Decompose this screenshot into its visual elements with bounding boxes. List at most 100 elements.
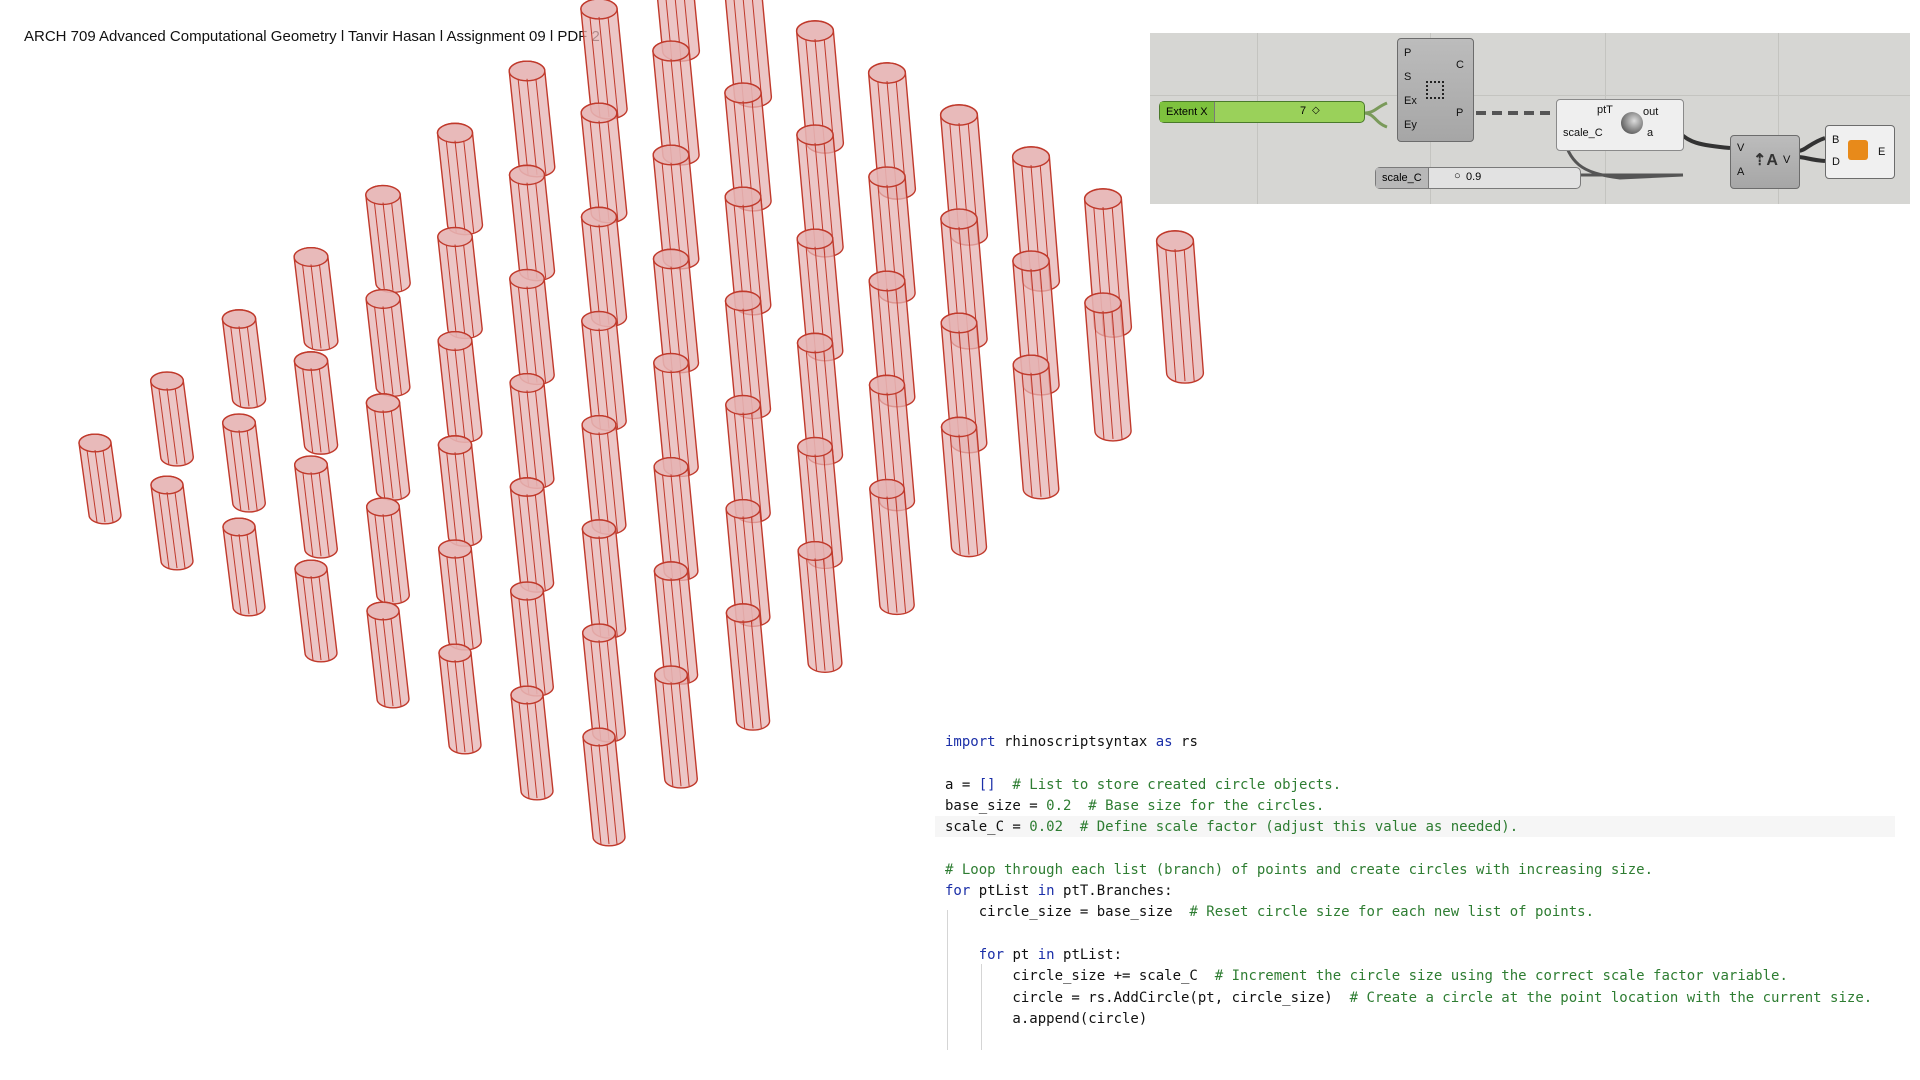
cylinder[interactable] <box>725 394 771 524</box>
code-line: for ptList in ptT.Branches: <box>945 881 1173 902</box>
code-token: pt <box>1004 947 1038 963</box>
diamond-icon: ◇ <box>1312 105 1320 116</box>
cylinder[interactable] <box>366 601 410 709</box>
cylinder[interactable] <box>509 268 555 386</box>
cylinder[interactable] <box>653 665 699 789</box>
code-line: a = [] # List to store created circle ob… <box>945 775 1341 796</box>
cylinder[interactable] <box>509 477 555 593</box>
cylinder[interactable] <box>510 685 554 801</box>
cylinder[interactable] <box>508 60 556 178</box>
cylinder[interactable] <box>653 457 699 581</box>
cylinder[interactable] <box>509 373 555 489</box>
python-icon <box>1621 112 1643 134</box>
code-line: circle_size = base_size # Reset circle s… <box>945 902 1594 923</box>
cylinder[interactable] <box>580 102 628 224</box>
cylinder[interactable] <box>294 559 338 663</box>
code-line: # Loop through each list (branch) of poi… <box>945 860 1653 881</box>
code-token: # Increment the circle size using the co… <box>1197 968 1788 985</box>
cylinder[interactable] <box>582 727 626 847</box>
port-e-out: E <box>1878 146 1886 158</box>
cylinder[interactable] <box>293 351 339 455</box>
python-component[interactable]: ptT scale_C out a <box>1556 99 1684 151</box>
cylinder[interactable] <box>797 436 843 570</box>
cylinder[interactable] <box>1084 292 1132 442</box>
vector-amplitude-icon: ⇡A <box>1753 152 1778 169</box>
cylinder[interactable] <box>725 499 771 627</box>
port-ptT: ptT <box>1597 104 1613 116</box>
code-token: as <box>1155 734 1173 750</box>
port-v-in: V <box>1737 142 1745 154</box>
code-line: circle_size += scale_C # Increment the c… <box>945 966 1788 987</box>
code-token: circle_size = base_size <box>945 904 1173 921</box>
slider-label: scale_C <box>1376 168 1429 188</box>
cylinder[interactable] <box>437 226 483 340</box>
slider-label: Extent X <box>1160 102 1215 122</box>
cylinder[interactable] <box>150 475 194 571</box>
cylinder[interactable] <box>580 206 628 328</box>
cylinder[interactable] <box>1155 230 1205 384</box>
code-token: circle_size += scale_C <box>945 968 1198 985</box>
page-title: ARCH 709 Advanced Computational Geometry… <box>24 28 600 45</box>
code-token <box>945 947 979 963</box>
cylinder[interactable] <box>365 289 411 397</box>
cylinder[interactable] <box>508 164 556 282</box>
code-token: for <box>978 947 1005 963</box>
code-token: rs <box>1172 734 1198 750</box>
cylinder[interactable] <box>797 541 843 673</box>
scale-c-slider[interactable]: scale_C ○ 0.9 <box>1375 167 1581 189</box>
cylinder[interactable] <box>795 20 845 154</box>
cylinder[interactable] <box>725 603 771 731</box>
amplitude-component[interactable]: V A V ⇡A <box>1730 135 1800 189</box>
extrude-component[interactable]: B D E <box>1825 125 1895 179</box>
cylinder[interactable] <box>940 416 988 558</box>
cylinder[interactable] <box>580 0 628 120</box>
grasshopper-canvas[interactable]: Extent X 7 ◇ P S Ex Ey C P ptT scale_C o… <box>1150 33 1910 204</box>
code-line: a.append(circle) <box>945 1009 1147 1030</box>
cylinder[interactable] <box>869 478 915 616</box>
port-scale-c: scale_C <box>1563 127 1603 139</box>
cylinder[interactable] <box>293 455 339 559</box>
port-p-in: P <box>1404 47 1412 59</box>
code-token: ptT.Branches: <box>1054 883 1173 900</box>
indent-guide <box>947 910 948 1050</box>
cylinder[interactable] <box>796 228 844 362</box>
cylinder[interactable] <box>796 332 844 466</box>
cylinder[interactable] <box>581 519 627 639</box>
cylinder[interactable] <box>509 581 555 697</box>
cylinder[interactable] <box>581 415 627 535</box>
cylinder[interactable] <box>581 310 627 432</box>
port-p-out: P <box>1456 107 1464 119</box>
cylinder[interactable] <box>652 144 700 270</box>
rectangle-component[interactable]: P S Ex Ey C P <box>1397 38 1474 142</box>
cylinder[interactable] <box>724 186 772 316</box>
port-a: a <box>1647 127 1654 139</box>
cylinder[interactable] <box>437 435 483 547</box>
cylinder[interactable] <box>438 643 482 755</box>
cylinder[interactable] <box>1012 354 1060 500</box>
port-b-in: B <box>1832 134 1840 146</box>
cylinder[interactable] <box>365 184 411 294</box>
cylinder[interactable] <box>437 539 483 651</box>
cylinder[interactable] <box>437 331 483 443</box>
cylinder[interactable] <box>365 497 411 605</box>
code-token: # Base size for the circles. <box>1071 797 1325 814</box>
code-token: in <box>1037 883 1055 900</box>
cylinder[interactable] <box>796 124 844 258</box>
rectangle-icon <box>1426 81 1444 99</box>
cylinder[interactable] <box>78 433 122 525</box>
cylinder[interactable] <box>653 561 699 685</box>
port-s-in: S <box>1404 71 1412 83</box>
cylinder[interactable] <box>581 623 627 743</box>
code-line: for pt in ptList: <box>945 945 1122 966</box>
cylinder[interactable] <box>221 413 267 513</box>
cylinder[interactable] <box>293 247 339 351</box>
cylinder[interactable] <box>365 393 411 501</box>
indent-guide <box>981 964 982 1050</box>
cylinder[interactable] <box>221 309 267 409</box>
extent-x-slider[interactable]: Extent X 7 ◇ <box>1159 101 1365 123</box>
cylinder[interactable] <box>436 122 484 236</box>
cylinder[interactable] <box>222 517 266 617</box>
cylinder[interactable] <box>149 371 195 467</box>
